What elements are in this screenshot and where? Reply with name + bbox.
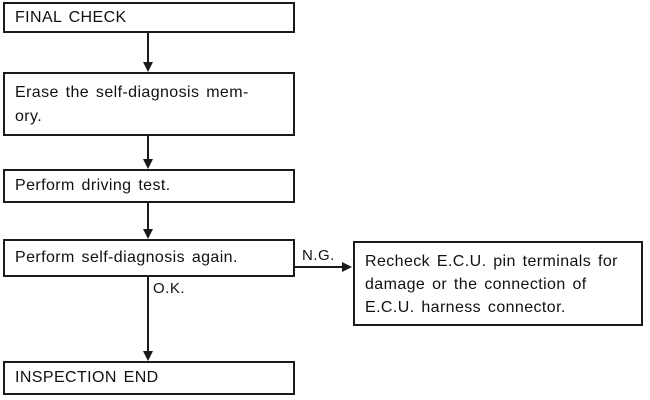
node-recheck-ecu-line2: damage or the connection of <box>365 276 587 293</box>
arrow-erase-to-driving-test-line <box>147 136 149 159</box>
node-erase-memory-line1: Erase the self-diagnosis mem- <box>15 84 249 101</box>
node-recheck-ecu-line1: Recheck E.C.U. pin terminals for <box>365 253 618 270</box>
arrow-driving-test-to-self-diagnosis-line <box>147 203 149 229</box>
arrow-self-diagnosis-to-recheck-line <box>293 266 342 268</box>
node-driving-test-label: Perform driving test. <box>15 177 171 194</box>
node-self-diagnosis: Perform self-diagnosis again. <box>3 239 295 277</box>
node-inspection-end: INSPECTION END <box>3 361 295 395</box>
node-self-diagnosis-label: Perform self-diagnosis again. <box>15 249 238 266</box>
node-erase-memory: Erase the self-diagnosis mem- ory. <box>3 72 295 136</box>
arrow-self-diagnosis-to-inspection-end-head-icon <box>143 351 153 361</box>
branch-label-ok: O.K. <box>151 280 188 297</box>
arrow-final-check-to-erase-head-icon <box>143 62 153 72</box>
node-final-check: FINAL CHECK <box>3 2 295 33</box>
node-recheck-ecu: Recheck E.C.U. pin terminals for damage … <box>353 241 643 326</box>
node-erase-memory-line2: ory. <box>15 108 43 125</box>
arrow-driving-test-to-self-diagnosis-head-icon <box>143 229 153 239</box>
arrow-erase-to-driving-test-head-icon <box>143 159 153 169</box>
node-driving-test: Perform driving test. <box>3 169 295 203</box>
arrow-self-diagnosis-to-inspection-end-line <box>147 277 149 351</box>
node-inspection-end-label: INSPECTION END <box>15 369 159 386</box>
node-final-check-label: FINAL CHECK <box>15 8 127 26</box>
branch-label-ng: N.G. <box>300 247 337 264</box>
arrow-self-diagnosis-to-recheck-head-icon <box>342 262 352 272</box>
arrow-final-check-to-erase-line <box>147 33 149 62</box>
node-recheck-ecu-line3: E.C.U. harness connector. <box>365 299 566 316</box>
